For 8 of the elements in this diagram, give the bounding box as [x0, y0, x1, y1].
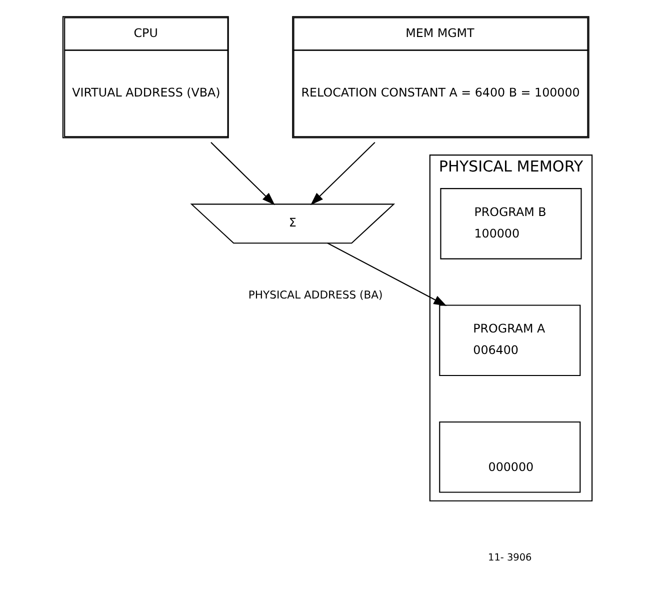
node-box: PROGRAM A 006400: [438, 304, 580, 376]
label: 11- 3906: [488, 552, 532, 564]
arrow: [310, 142, 375, 206]
arrow: [210, 142, 274, 206]
node-box: 000000: [438, 421, 580, 493]
edge-label: PHYSICAL ADDRESS (BA): [248, 288, 382, 302]
node-box: PROGRAM B 100000: [440, 188, 582, 260]
arrow: [326, 242, 446, 306]
